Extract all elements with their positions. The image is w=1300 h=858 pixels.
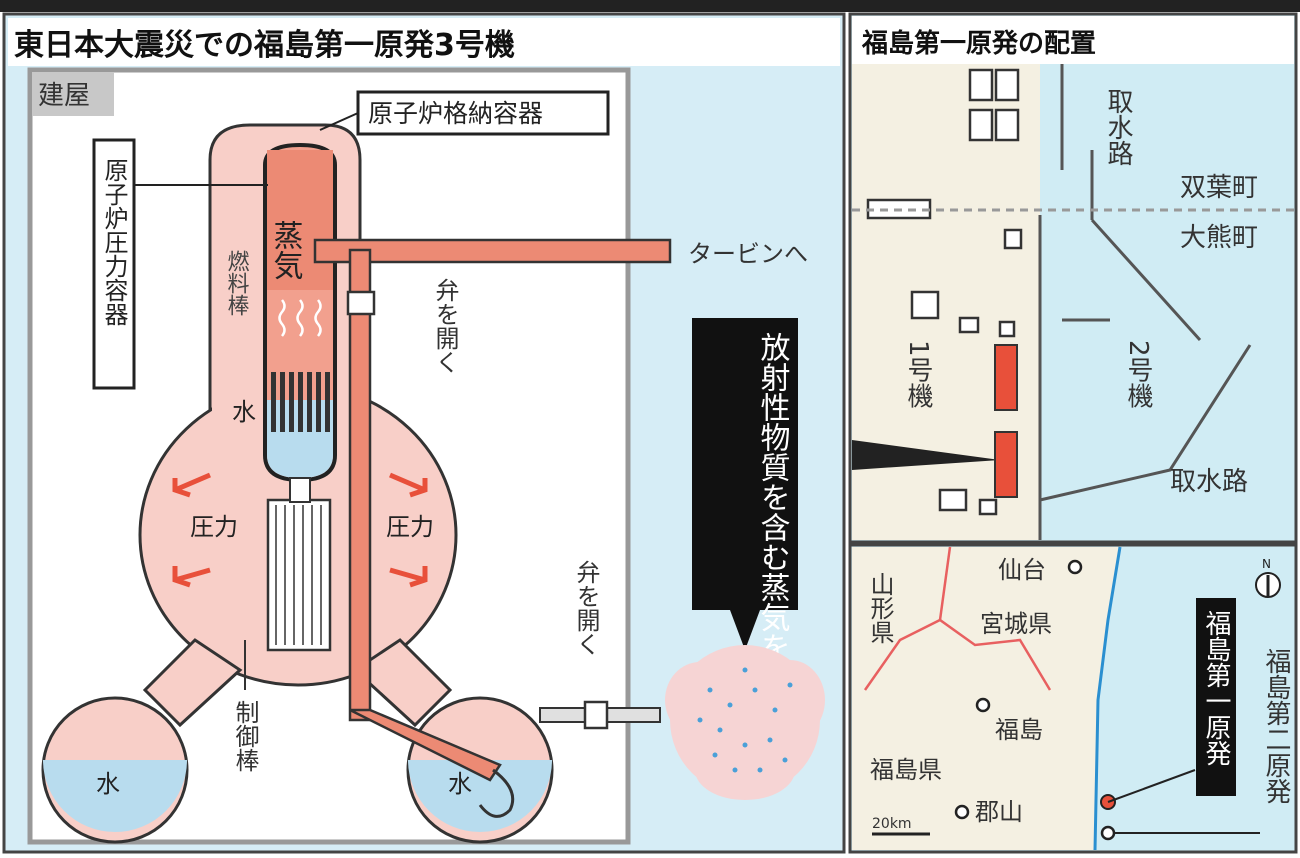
top-bar (0, 0, 1300, 12)
daini-label: 福島第二原発 (1261, 648, 1291, 804)
steam-pipe (313, 238, 672, 818)
fukushima-pref-label: 福島県 (870, 756, 942, 784)
unit3-reactor (994, 431, 1018, 498)
intake-top-label: 取水路 (1103, 88, 1133, 166)
pressure-vessel-label-box (92, 138, 136, 390)
building-label: 建屋 (38, 81, 90, 111)
reactor-pressure-vessel (263, 142, 337, 483)
valve-2-icon (583, 700, 609, 730)
intake-bottom-label: 取水路 (1170, 467, 1248, 497)
daini-dot (1100, 825, 1116, 841)
fukushima-dot (975, 697, 991, 713)
control-rod-label: 制御棒 (231, 700, 259, 772)
control-rod-bundle (266, 477, 332, 652)
prefecture-border (863, 618, 1052, 691)
pressure-left-label: 圧力 (190, 513, 238, 541)
valve-open-label-1: 弁を開く (431, 278, 459, 374)
futaba-label: 双葉町 (1180, 173, 1258, 203)
radioactive-cloud (665, 645, 825, 800)
turbine-label: タービンへ (688, 240, 808, 268)
sendai-label: 仙台 (998, 556, 1046, 584)
containment-label: 原子炉格納容器 (368, 99, 543, 128)
north-label: N (1262, 557, 1271, 571)
scale-label: 20km (872, 816, 912, 832)
left-tank-water-label: 水 (96, 770, 120, 798)
containment-label-box (356, 90, 610, 136)
daiichi-callout (1196, 598, 1236, 796)
plant-land (852, 64, 1040, 540)
right-tank-water-label: 水 (448, 770, 472, 798)
vent-pipe (539, 700, 661, 730)
fukushima-city-label: 福島 (995, 716, 1043, 744)
compass-icon: N (1255, 557, 1281, 598)
plant-layout-panel: 福島第一原発の配置 取水路 双葉町 大熊町 1号機 (848, 12, 1298, 544)
left-panel: 東日本大震災での福島第一原発3号機 建屋 (2, 12, 846, 854)
okuma-label: 大熊町 (1180, 223, 1258, 253)
unit1-label: 1号機 (903, 340, 933, 409)
unit2-label: 2号機 (1123, 340, 1153, 409)
fuel-rod-label: 燃料棒 (224, 250, 250, 316)
scale-bar: 20km (872, 816, 930, 836)
yamagata-label: 山形県 (866, 572, 894, 644)
koriyama-dot (954, 804, 970, 820)
pressure-arrows (172, 472, 428, 588)
pressure-vessel-label: 原子炉圧力容器 (100, 158, 128, 326)
plant-layout-title: 福島第一原発の配置 (861, 28, 1096, 59)
coastline (1093, 546, 1122, 851)
koriyama-label: 郡山 (975, 798, 1023, 826)
daiichi-label: 福島第一原発 (1201, 610, 1231, 766)
building-label-box (32, 72, 114, 116)
core-water-label: 水 (232, 398, 256, 426)
miyagi-label: 宮城県 (980, 610, 1052, 638)
steam-label: 蒸気 (268, 220, 303, 280)
unit1-reactor (994, 344, 1018, 411)
sendai-dot (1067, 559, 1083, 575)
valve-1-icon (346, 290, 376, 316)
region-map-panel: 仙台 山形県 宮城県 福島 福島県 郡山 福島第一原発 福島第二原発 N 20k… (848, 543, 1298, 854)
plant-title-band (852, 16, 1294, 64)
valve-open-label-2: 弁を開く (572, 560, 600, 656)
left-title-band (8, 18, 840, 66)
pressure-right-label: 圧力 (386, 513, 434, 541)
left-title: 東日本大震災での福島第一原発3号機 (14, 28, 515, 63)
